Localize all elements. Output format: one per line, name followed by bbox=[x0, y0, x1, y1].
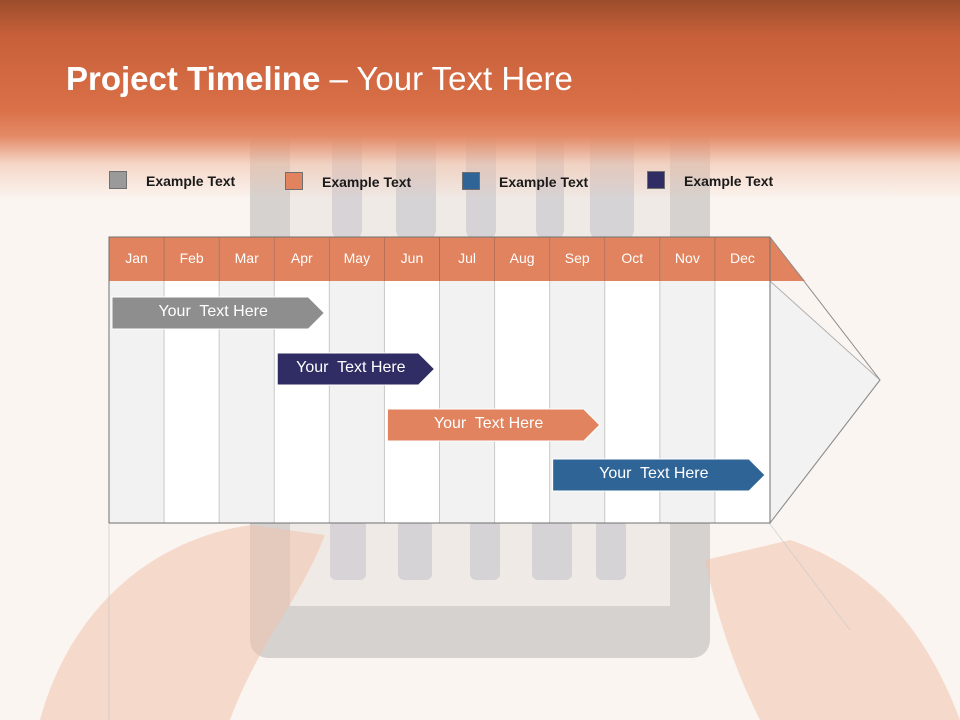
legend-label-4: Example Text bbox=[684, 173, 774, 189]
month-label-jun: Jun bbox=[400, 250, 424, 266]
month-label-jul: Jul bbox=[458, 250, 476, 266]
timeline-frame bbox=[108, 236, 771, 524]
month-label-nov: Nov bbox=[674, 250, 700, 266]
month-label-oct: Oct bbox=[621, 250, 644, 266]
month-label-sep: Sep bbox=[564, 250, 590, 266]
task-label-4: Your Text Here bbox=[599, 465, 709, 482]
task-bar-3[interactable] bbox=[386, 408, 601, 442]
legend-swatch-2 bbox=[285, 172, 303, 190]
task-label-3: Your Text Here bbox=[433, 415, 544, 432]
month-label-mar: Mar bbox=[234, 250, 259, 266]
header-band bbox=[0, 0, 960, 200]
task-bar-1[interactable] bbox=[111, 296, 326, 330]
month-column-aug bbox=[494, 281, 550, 523]
legend-label-1: Example Text bbox=[146, 173, 236, 189]
month-column-jul bbox=[439, 281, 495, 523]
month-label-apr: Apr bbox=[290, 250, 313, 266]
legend-swatch-4 bbox=[647, 171, 665, 189]
month-label-aug: Aug bbox=[509, 250, 535, 266]
legend-swatch-1 bbox=[109, 171, 127, 189]
task-label-2: Your Text Here bbox=[296, 359, 406, 376]
task-bar-2[interactable] bbox=[276, 352, 436, 386]
task-label-1: Your Text Here bbox=[158, 303, 268, 320]
month-label-dec: Dec bbox=[730, 250, 755, 266]
task-bar-4[interactable] bbox=[552, 458, 766, 492]
legend-swatch-3 bbox=[462, 172, 480, 190]
legend-label-2: Example Text bbox=[322, 174, 412, 190]
title-subtitle: – Your Text Here bbox=[320, 60, 573, 97]
page-title: Project Timeline – Your Text Here bbox=[66, 60, 573, 98]
arrow-outline bbox=[769, 236, 881, 524]
month-column-jun bbox=[384, 281, 440, 523]
title-main: Project Timeline bbox=[66, 60, 321, 97]
legend-label-3: Example Text bbox=[499, 174, 589, 190]
month-column-may bbox=[329, 281, 385, 523]
month-label-feb: Feb bbox=[179, 250, 204, 266]
month-label-jan: Jan bbox=[125, 250, 148, 266]
month-label-may: May bbox=[343, 250, 371, 266]
